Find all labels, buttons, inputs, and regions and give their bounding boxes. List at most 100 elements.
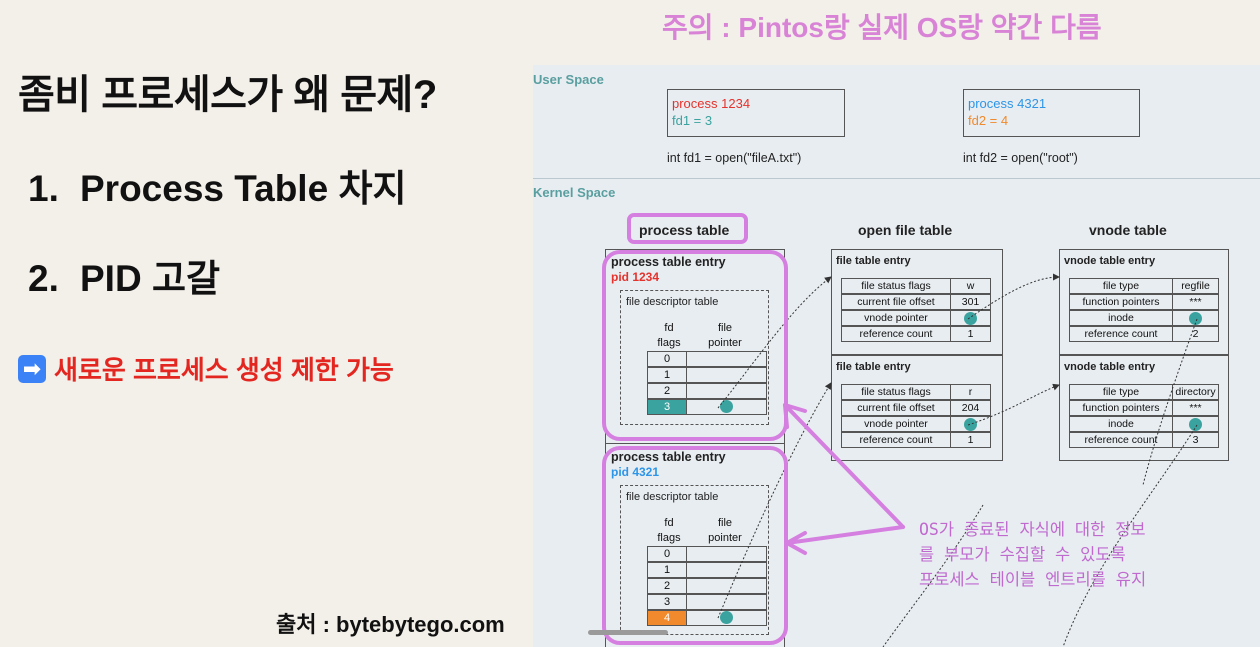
entry-value-cell: regfile xyxy=(1173,278,1219,294)
pointer-cell xyxy=(687,610,767,626)
entry-label-cell: inode xyxy=(1069,416,1173,432)
pointer-arrow xyxy=(882,504,984,647)
pointer-cell xyxy=(687,399,767,415)
entry-label-cell: vnode pointer xyxy=(841,416,951,432)
process-entry-title: process table entry xyxy=(611,450,726,464)
file-table-entry-a: file table entry xyxy=(831,249,1003,355)
entry-label-cell: function pointers xyxy=(1069,400,1173,416)
process-table xyxy=(605,249,785,647)
pointer-arrow xyxy=(717,382,832,619)
pink-annotations xyxy=(602,213,905,645)
pid-label: pid 4321 xyxy=(611,465,660,479)
fd-cell: 1 xyxy=(647,562,687,578)
pointer-dot-icon xyxy=(720,611,733,625)
slide-title: 좀비 프로세스가 왜 문제? xyxy=(18,73,437,117)
annotation-arrow xyxy=(783,403,905,529)
pointer-dot-icon xyxy=(964,311,977,325)
process-table-highlight xyxy=(627,213,748,244)
diagram-panel: User Space process 1234 fd1 = 3 int fd1 … xyxy=(533,65,1260,647)
fd-table-title: file descriptor table xyxy=(626,491,719,503)
fd-col-header: fd flags xyxy=(657,322,681,349)
process-table-header: process table xyxy=(639,222,730,238)
fd-cell: 0 xyxy=(647,351,687,367)
right-arrow-icon: ➡ xyxy=(18,354,46,383)
fd-cell: 2 xyxy=(647,383,687,399)
pointer-cell xyxy=(687,578,767,594)
vnode-entry-title: vnode table entry xyxy=(1064,361,1156,373)
entry-value-cell xyxy=(1173,416,1219,432)
fd-table-title: file descriptor table xyxy=(626,296,719,308)
entry-label-cell: vnode pointer xyxy=(841,310,951,326)
entry-label-cell: file type xyxy=(1069,384,1173,400)
entry-label-cell: function pointers xyxy=(1069,294,1173,310)
pointer-cell xyxy=(687,383,767,399)
entry-b-highlight xyxy=(602,446,788,645)
fd-cell: 3 xyxy=(647,594,687,610)
entry-label-cell: reference count xyxy=(1069,326,1173,342)
file-table-entry-b: file table entry xyxy=(831,355,1003,461)
entry-value-cell: directory xyxy=(1173,384,1219,400)
user-space-label: User Space xyxy=(533,72,604,87)
entry-a-highlight xyxy=(602,250,788,441)
entry-value-cell: *** xyxy=(1173,400,1219,416)
pointer-dot-icon xyxy=(1189,311,1202,325)
pointer-dot-icon xyxy=(964,417,977,431)
entry-value-cell: 1 xyxy=(951,432,991,448)
entry-label-cell: file status flags xyxy=(841,384,951,400)
pointer-cell xyxy=(687,546,767,562)
file-entry-title: file table entry xyxy=(836,361,911,373)
warning-caption: 주의 : Pintos랑 실제 OS랑 약간 다름 xyxy=(662,12,1102,43)
reason-text: PID 고갈 xyxy=(80,258,221,299)
entry-value-cell: w xyxy=(951,278,991,294)
entry-label-cell: current file offset xyxy=(841,294,951,310)
pointer-cell xyxy=(687,367,767,383)
fd-col-header: fd flags xyxy=(657,517,681,544)
entry-label-cell: reference count xyxy=(841,432,951,448)
vnode-table-header: vnode table xyxy=(1089,222,1167,238)
entry-label-cell: reference count xyxy=(1069,432,1173,448)
entry-value-cell xyxy=(951,416,991,432)
open-call-code: int fd1 = open("fileA.txt") xyxy=(667,151,802,165)
fd-cell: 0 xyxy=(647,546,687,562)
vnode-entry-title: vnode table entry xyxy=(1064,255,1156,267)
arrowhead xyxy=(783,403,807,429)
process-name: process 1234 xyxy=(672,96,751,111)
entry-label-cell: current file offset xyxy=(841,400,951,416)
kernel-space-label: Kernel Space xyxy=(533,185,616,200)
process-fd: fd1 = 3 xyxy=(672,113,713,128)
fd-table-frame: file descriptor table fd flags file poin… xyxy=(620,485,769,635)
entry-label-cell: inode xyxy=(1069,310,1173,326)
consequence-text: 새로운 프로세스 생성 제한 가능 xyxy=(54,355,394,385)
pointer-dot-icon xyxy=(1189,417,1202,431)
reason-number: 2. xyxy=(28,258,59,299)
open-file-table-header: open file table xyxy=(858,222,953,238)
entry-value-cell: 3 xyxy=(1173,432,1219,448)
fd-cell: 4 xyxy=(647,610,687,626)
process-name: process 4321 xyxy=(968,96,1047,111)
entry-value-cell xyxy=(951,310,991,326)
fd-table-frame: file descriptor table fd flags file poin… xyxy=(620,290,769,425)
pid-label: pid 1234 xyxy=(611,270,660,284)
entry-label-cell: file status flags xyxy=(841,278,951,294)
pointer-arrow xyxy=(967,383,1060,426)
entry-value-cell: r xyxy=(951,384,991,400)
reason-item-1: 1.Process Table 차지 xyxy=(28,158,407,212)
pointer-arrow xyxy=(967,273,1060,320)
pointer-arrow xyxy=(1142,318,1198,486)
source-credit: 출처 : bytebytego.com xyxy=(276,612,505,637)
reason-text: Process Table 차지 xyxy=(80,168,407,209)
entry-value-cell: *** xyxy=(1173,294,1219,310)
consequence-note: ➡ 새로운 프로세스 생성 제한 가능 xyxy=(18,350,394,387)
diagram-overlay xyxy=(602,213,1198,647)
pointer-cell xyxy=(687,351,767,367)
vnode-entry-b: vnode table entry xyxy=(1059,355,1229,461)
fd-cell: 1 xyxy=(647,367,687,383)
reason-item-2: 2. PID 고갈 xyxy=(28,248,220,302)
annotation-arrow xyxy=(785,525,905,545)
horizontal-scrollbar[interactable] xyxy=(588,630,668,635)
pointer-dot-icon xyxy=(720,400,733,414)
